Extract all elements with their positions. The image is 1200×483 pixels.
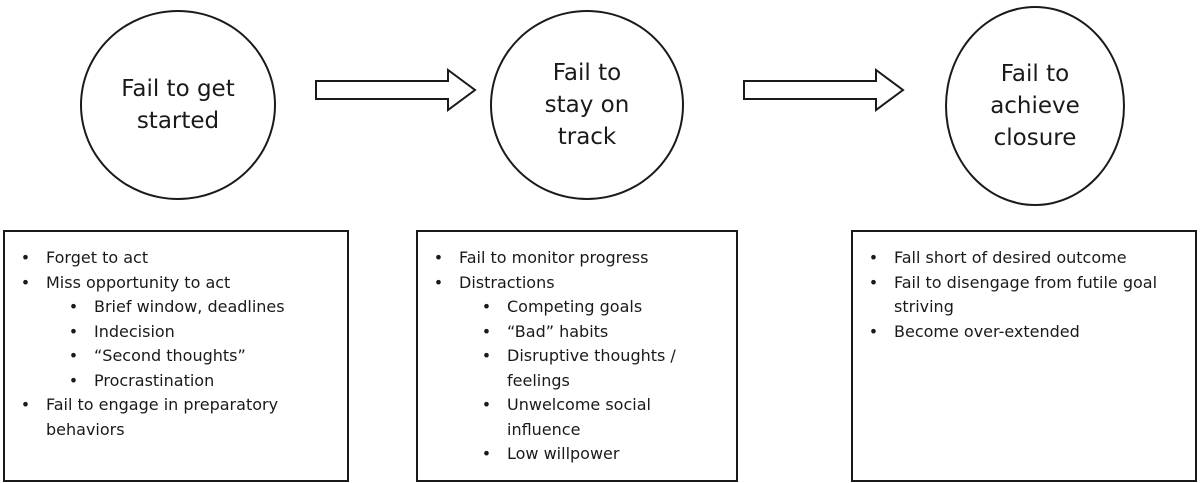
bullet-icon: • bbox=[868, 321, 879, 341]
right-arrow-icon bbox=[743, 68, 905, 112]
sub-list-item: • Disruptive thoughts / feelings bbox=[418, 344, 728, 393]
list-item: • Miss opportunity to act • Brief window, … bbox=[5, 271, 339, 394]
list-item-text: Brief window, deadlines bbox=[94, 297, 285, 316]
right-arrow-icon bbox=[315, 68, 477, 112]
sub-list-item: • Competing goals bbox=[418, 295, 728, 320]
sub-list-item: • Indecision bbox=[5, 320, 339, 345]
stage-label: Fail to achieve closure bbox=[990, 60, 1080, 152]
list-item-text: Disruptive thoughts / feelings bbox=[507, 346, 676, 390]
list-item-text: Fail to monitor progress bbox=[459, 248, 649, 267]
bullet-icon: • bbox=[481, 444, 492, 463]
detail-box-achieve-closure: • Fall short of desired outcome • Fail to … bbox=[851, 230, 1197, 482]
bullet-icon: • bbox=[433, 248, 444, 267]
bullet-icon: • bbox=[868, 248, 879, 267]
list-item-text: Distractions bbox=[459, 272, 555, 292]
stage-circle-stay-on-track: Fail to stay on track bbox=[490, 10, 684, 200]
bullet-icon: • bbox=[68, 297, 79, 316]
detail-box-get-started: • Forget to act • Miss opportunity to act … bbox=[3, 230, 349, 482]
bullet-icon: • bbox=[868, 272, 879, 292]
list-item-text: Fail to disengage from futile goal striv… bbox=[894, 272, 1158, 317]
sub-list-item: • “Bad” habits bbox=[418, 320, 728, 345]
detail-box-stay-on-track: • Fail to monitor progress • Distractions … bbox=[416, 230, 738, 482]
bullet-icon: • bbox=[68, 321, 79, 341]
sub-list-item: • Unwelcome social influence bbox=[418, 393, 728, 442]
list-item-text: Miss opportunity to act bbox=[46, 272, 231, 292]
list-item-text: Fail to engage in preparatory behaviors bbox=[46, 395, 279, 439]
list-item-text: Unwelcome social influence bbox=[507, 395, 651, 439]
bullet-icon: • bbox=[68, 346, 79, 365]
list-item: • Fall short of desired outcome bbox=[853, 246, 1187, 271]
list-item: • Forget to act bbox=[5, 246, 339, 271]
list-item-text: “Bad” habits bbox=[507, 321, 609, 341]
list-item-text: Indecision bbox=[94, 321, 175, 341]
sub-list-item: • Brief window, deadlines bbox=[5, 295, 339, 320]
list-item-text: Low willpower bbox=[507, 444, 620, 463]
list-item: • Fail to disengage from futile goal stri… bbox=[853, 271, 1187, 320]
bullet-icon: • bbox=[481, 297, 492, 316]
stage-circle-get-started: Fail to get started bbox=[80, 10, 276, 200]
bullet-icon: • bbox=[481, 395, 492, 414]
bullet-icon: • bbox=[433, 272, 444, 292]
stage-label: Fail to stay on track bbox=[544, 59, 630, 151]
sub-list-item: • Procrastination bbox=[5, 369, 339, 394]
list-item: • Fail to engage in preparatory behaviors bbox=[5, 393, 339, 442]
stage-circle-achieve-closure: Fail to achieve closure bbox=[945, 6, 1125, 206]
list-item: • Fail to monitor progress bbox=[418, 246, 728, 271]
list-item-text: Forget to act bbox=[46, 248, 149, 267]
bullet-icon: • bbox=[20, 272, 31, 292]
list-item-text: Fall short of desired outcome bbox=[894, 248, 1127, 267]
sub-list-item: • Low willpower bbox=[418, 442, 728, 467]
bullet-icon: • bbox=[20, 248, 31, 267]
list-item: • Become over-extended bbox=[853, 320, 1187, 345]
sub-list-item: • “Second thoughts” bbox=[5, 344, 339, 369]
list-item-text: Competing goals bbox=[507, 297, 643, 316]
list-item-text: “Second thoughts” bbox=[94, 346, 246, 365]
list-item-text: Procrastination bbox=[94, 370, 215, 390]
bullet-icon: • bbox=[481, 321, 492, 341]
list-item: • Distractions • Competing goals • “Bad” ha… bbox=[418, 271, 728, 467]
bullet-icon: • bbox=[481, 346, 492, 365]
bullet-icon: • bbox=[68, 370, 79, 390]
list-item-text: Become over-extended bbox=[894, 321, 1080, 341]
stage-label: Fail to get started bbox=[121, 75, 235, 134]
bullet-icon: • bbox=[20, 395, 31, 414]
